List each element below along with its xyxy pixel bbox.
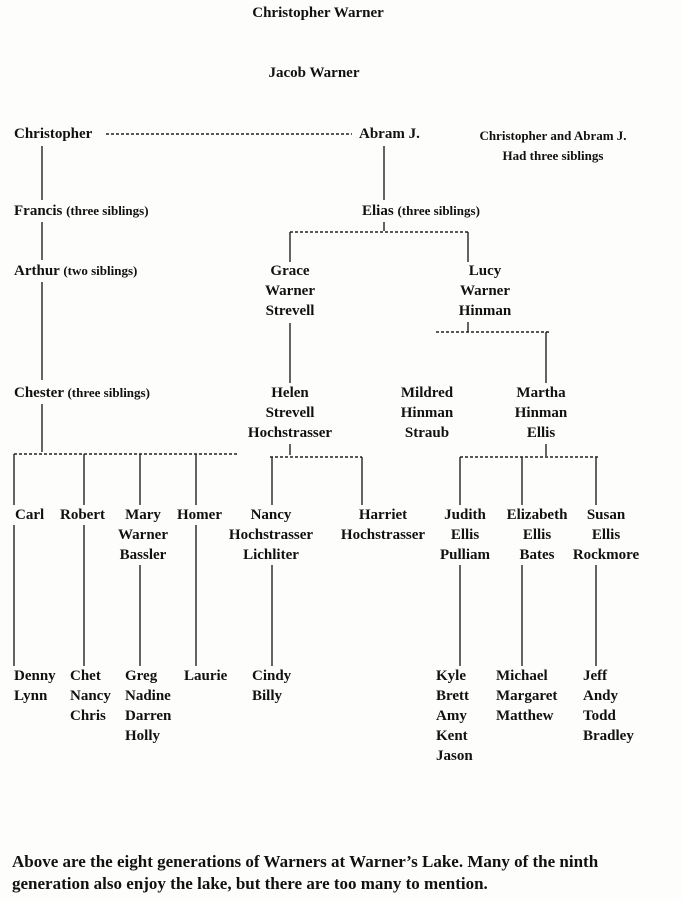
node-susan-children: Jeff Andy Todd Bradley: [583, 668, 634, 744]
title-christopher-warner: Christopher Warner: [252, 5, 384, 21]
node-abram: Abram J.: [359, 126, 420, 142]
chester-note: (three siblings): [67, 385, 150, 400]
node-elias: Elias (three siblings): [362, 201, 480, 221]
node-robert: Robert: [60, 507, 105, 523]
node-carl: Carl: [15, 507, 45, 523]
francis-name: Francis: [14, 203, 63, 219]
node-grace: Grace Warner Strevell: [265, 263, 315, 319]
node-nancy-children: Cindy Billy: [252, 668, 292, 704]
node-mary-children: Greg Nadine Darren Holly: [125, 668, 172, 744]
node-homer: Homer: [177, 507, 222, 523]
node-nancy: Nancy Hochstrasser Lichliter: [228, 507, 314, 563]
node-elizabeth-children: Michael Margaret Matthew: [496, 668, 558, 724]
node-judith-children: Kyle Brett Amy Kent Jason: [436, 668, 473, 764]
node-jacob-warner: Jacob Warner: [268, 65, 360, 81]
arthur-note: (two siblings): [63, 263, 138, 278]
node-arthur: Arthur (two siblings): [14, 261, 137, 281]
node-homer-children: Laurie: [184, 668, 228, 684]
node-mary: Mary Warner Bassler: [118, 507, 168, 563]
chester-name: Chester: [14, 385, 64, 401]
node-mildred: Mildred Hinman Straub: [400, 385, 454, 441]
node-elizabeth: Elizabeth Ellis Bates: [506, 507, 568, 563]
node-helen: Helen Strevell Hochstrasser: [247, 385, 333, 441]
node-carl-children: Denny Lynn: [14, 668, 56, 704]
node-judith: Judith Ellis Pulliam: [439, 507, 491, 563]
siblings-note: Christopher and Abram J. Had three sibli…: [479, 128, 627, 163]
node-lucy: Lucy Warner Hinman: [458, 263, 512, 319]
node-harriet: Harriet Hochstrasser: [340, 507, 426, 543]
elias-name: Elias: [362, 203, 394, 219]
elias-note: (three siblings): [397, 203, 480, 218]
node-robert-children: Chet Nancy Chris: [70, 668, 111, 724]
node-susan: Susan Ellis Rockmore: [572, 507, 640, 563]
arthur-name: Arthur: [14, 263, 60, 279]
node-chester: Chester (three siblings): [14, 383, 150, 403]
francis-note: (three siblings): [66, 203, 149, 218]
node-christopher: Christopher: [14, 126, 93, 142]
node-martha: Martha Hinman Ellis: [514, 385, 568, 441]
caption-footer: Above are the eight generations of Warne…: [12, 852, 599, 893]
node-francis: Francis (three siblings): [14, 201, 149, 221]
